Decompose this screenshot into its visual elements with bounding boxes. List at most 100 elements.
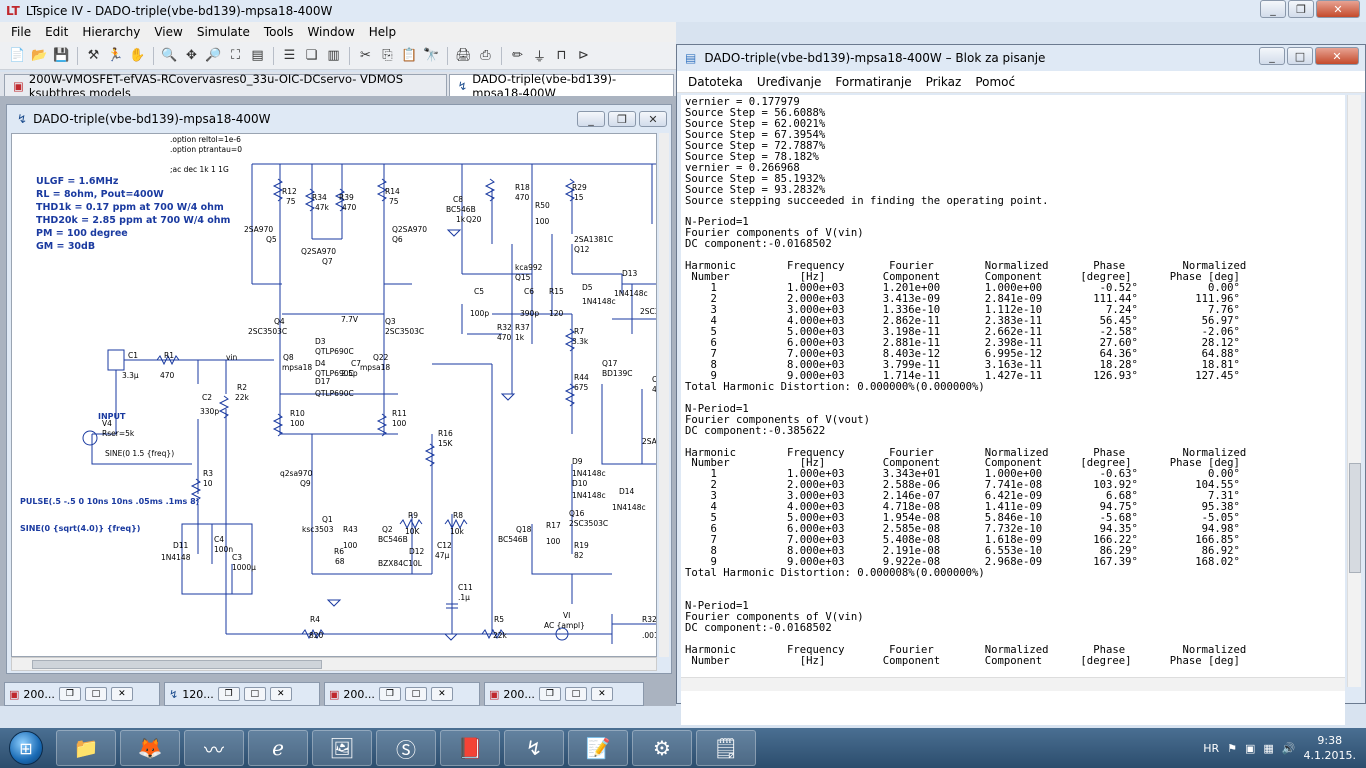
cascade-icon[interactable]: ❏ (305, 48, 318, 63)
zoom-in-icon[interactable]: 🔍 (161, 48, 178, 63)
word-taskbar-icon[interactable]: 📝 (568, 730, 628, 766)
menu-view[interactable]: View (154, 25, 183, 39)
menu-datoteka[interactable]: Datoteka (688, 74, 743, 89)
paste-icon[interactable]: 📋 (401, 48, 418, 63)
child-minimize-button[interactable]: _ (577, 111, 605, 127)
tab-200w-vmosfet[interactable]: ▣ 200W-VMOSFET-efVAS-RCovervasres0_33u-O… (4, 72, 447, 100)
minimized-window[interactable]: ↯ 120... ❐□✕ (164, 682, 320, 706)
cut-icon[interactable]: ✂ (360, 48, 371, 63)
diode-icon[interactable]: ⊳ (578, 48, 589, 63)
restore-button[interactable]: ❐ (1288, 0, 1314, 18)
save-icon[interactable]: 💾 (53, 48, 70, 63)
restore-icon[interactable]: ❐ (378, 687, 401, 701)
oscilloscope-taskbar-icon[interactable]: 〰 (184, 730, 244, 766)
schematic-horizontal-scrollbar[interactable] (11, 657, 657, 671)
zoom-fit-icon[interactable]: ⛶ (230, 48, 241, 63)
run-icon[interactable]: 🏃 (107, 48, 124, 63)
maximize-icon[interactable]: □ (243, 687, 266, 701)
tile-horizontal-icon[interactable]: ☰ (283, 48, 296, 63)
component-label: QTLP690C (315, 369, 354, 378)
clock[interactable]: 9:38 4.1.2015. (1304, 733, 1356, 763)
menu-tools[interactable]: Tools (263, 25, 294, 39)
minimized-window[interactable]: ▣ 200... ❐□✕ (324, 682, 480, 706)
action-center-icon[interactable]: ⚑ (1227, 741, 1237, 755)
menu-edit[interactable]: Edit (45, 25, 69, 39)
component-label: Q8 (283, 353, 294, 362)
menu-simulate[interactable]: Simulate (196, 25, 250, 39)
open-folder-icon[interactable]: 📂 (31, 48, 48, 63)
internet-explorer-taskbar-icon[interactable]: ℯ (248, 730, 308, 766)
menu-uredivanje[interactable]: Uređivanje (756, 74, 822, 89)
component-label: R14 (385, 187, 400, 196)
close-icon[interactable]: ✕ (110, 687, 133, 701)
print-setup-icon[interactable]: 🖨 (455, 48, 472, 63)
menu-file[interactable]: File (11, 25, 32, 39)
scrollbar-thumb[interactable] (1349, 463, 1361, 573)
scrollbar-thumb[interactable] (32, 660, 322, 669)
tile-vertical-icon[interactable]: ▥ (327, 48, 340, 63)
child-close-button[interactable]: ✕ (639, 111, 667, 127)
find-icon[interactable]: 🔭 (423, 48, 440, 63)
component-label: 2SC350 (640, 307, 657, 316)
notepad-vertical-scrollbar[interactable] (1347, 95, 1361, 687)
draw-wire-icon[interactable]: ✏ (512, 48, 523, 63)
ground-icon[interactable]: ⏚ (532, 50, 546, 65)
menu-window[interactable]: Window (307, 25, 355, 39)
skype-taskbar-icon[interactable]: Ⓢ (376, 730, 436, 766)
close-icon[interactable]: ✕ (430, 687, 453, 701)
menu-formatiranje[interactable]: Formatiranje (835, 74, 912, 89)
firefox-taskbar-icon[interactable]: 🦊 (120, 730, 180, 766)
tab-dado-triple[interactable]: ↯ DADO-triple(vbe-bd139)-mpsa18-400W (448, 72, 674, 100)
halt-icon[interactable]: ✋ (129, 48, 146, 63)
minimized-window-label: 200... (503, 687, 535, 701)
notepad-minimize-button[interactable]: _ (1259, 47, 1285, 65)
autorange-icon[interactable]: ▤ (251, 48, 264, 63)
notepad-taskbar-icon[interactable]: 🗒 (696, 730, 756, 766)
explorer-taskbar-icon[interactable]: 📁 (56, 730, 116, 766)
component-label: SINE(0 1.5 {freq}) (105, 449, 174, 458)
menu-hierarchy[interactable]: Hierarchy (82, 25, 141, 39)
minimized-window[interactable]: ▣ 200... ❐□✕ (484, 682, 644, 706)
notepad-close-button[interactable]: ✕ (1315, 47, 1359, 65)
notepad-maximize-button[interactable]: □ (1287, 47, 1313, 65)
print-icon[interactable]: ⎙ (480, 48, 491, 63)
minimize-button[interactable]: _ (1260, 0, 1286, 18)
minimized-window[interactable]: ▣ 200... ❐□✕ (4, 682, 160, 706)
notepad-horizontal-scrollbar[interactable] (681, 677, 1345, 691)
schematic-vertical-scrollbar[interactable] (659, 133, 669, 657)
close-button[interactable]: ✕ (1316, 0, 1360, 18)
zoom-out-icon[interactable]: 🔎 (205, 48, 222, 63)
restore-icon[interactable]: ❐ (217, 687, 240, 701)
menu-pomoc[interactable]: Pomoć (975, 74, 1016, 89)
start-button[interactable]: ⊞ (0, 728, 52, 768)
ltspice-taskbar-icon[interactable]: ↯ (504, 730, 564, 766)
child-restore-button[interactable]: ❐ (608, 111, 636, 127)
close-icon[interactable]: ✕ (269, 687, 292, 701)
label-net-icon[interactable]: ⊓ (556, 48, 567, 63)
pan-icon[interactable]: ✥ (186, 48, 197, 63)
volume-icon[interactable]: 🔊 (1281, 741, 1296, 755)
menu-prikaz[interactable]: Prikaz (925, 74, 962, 89)
network-tool-taskbar-icon[interactable]: ⚙ (632, 730, 692, 766)
control-panel-icon[interactable]: ⚒ (87, 48, 100, 63)
pdf-reader-taskbar-icon[interactable]: 📕 (440, 730, 500, 766)
restore-icon[interactable]: ❐ (538, 687, 561, 701)
copy-icon[interactable]: ⎘ (382, 48, 393, 63)
maximize-icon[interactable]: □ (404, 687, 427, 701)
photos-taskbar-icon[interactable]: 🖼 (312, 730, 372, 766)
network-icon[interactable]: ▦ (1263, 741, 1274, 755)
new-schematic-icon[interactable]: 📄 (9, 48, 26, 63)
menu-help[interactable]: Help (368, 25, 397, 39)
restore-icon[interactable]: ❐ (58, 687, 81, 701)
component-label: C1 (128, 351, 138, 360)
device-icon[interactable]: ▣ (1245, 741, 1256, 755)
close-icon[interactable]: ✕ (590, 687, 613, 701)
component-label: D17 (315, 377, 331, 386)
maximize-icon[interactable]: □ (564, 687, 587, 701)
language-indicator[interactable]: HR (1203, 741, 1220, 755)
schematic-icon: ▣ (13, 78, 24, 93)
maximize-icon[interactable]: □ (84, 687, 107, 701)
text-line: Number [Hz] Component Component [degree]… (685, 654, 1240, 667)
